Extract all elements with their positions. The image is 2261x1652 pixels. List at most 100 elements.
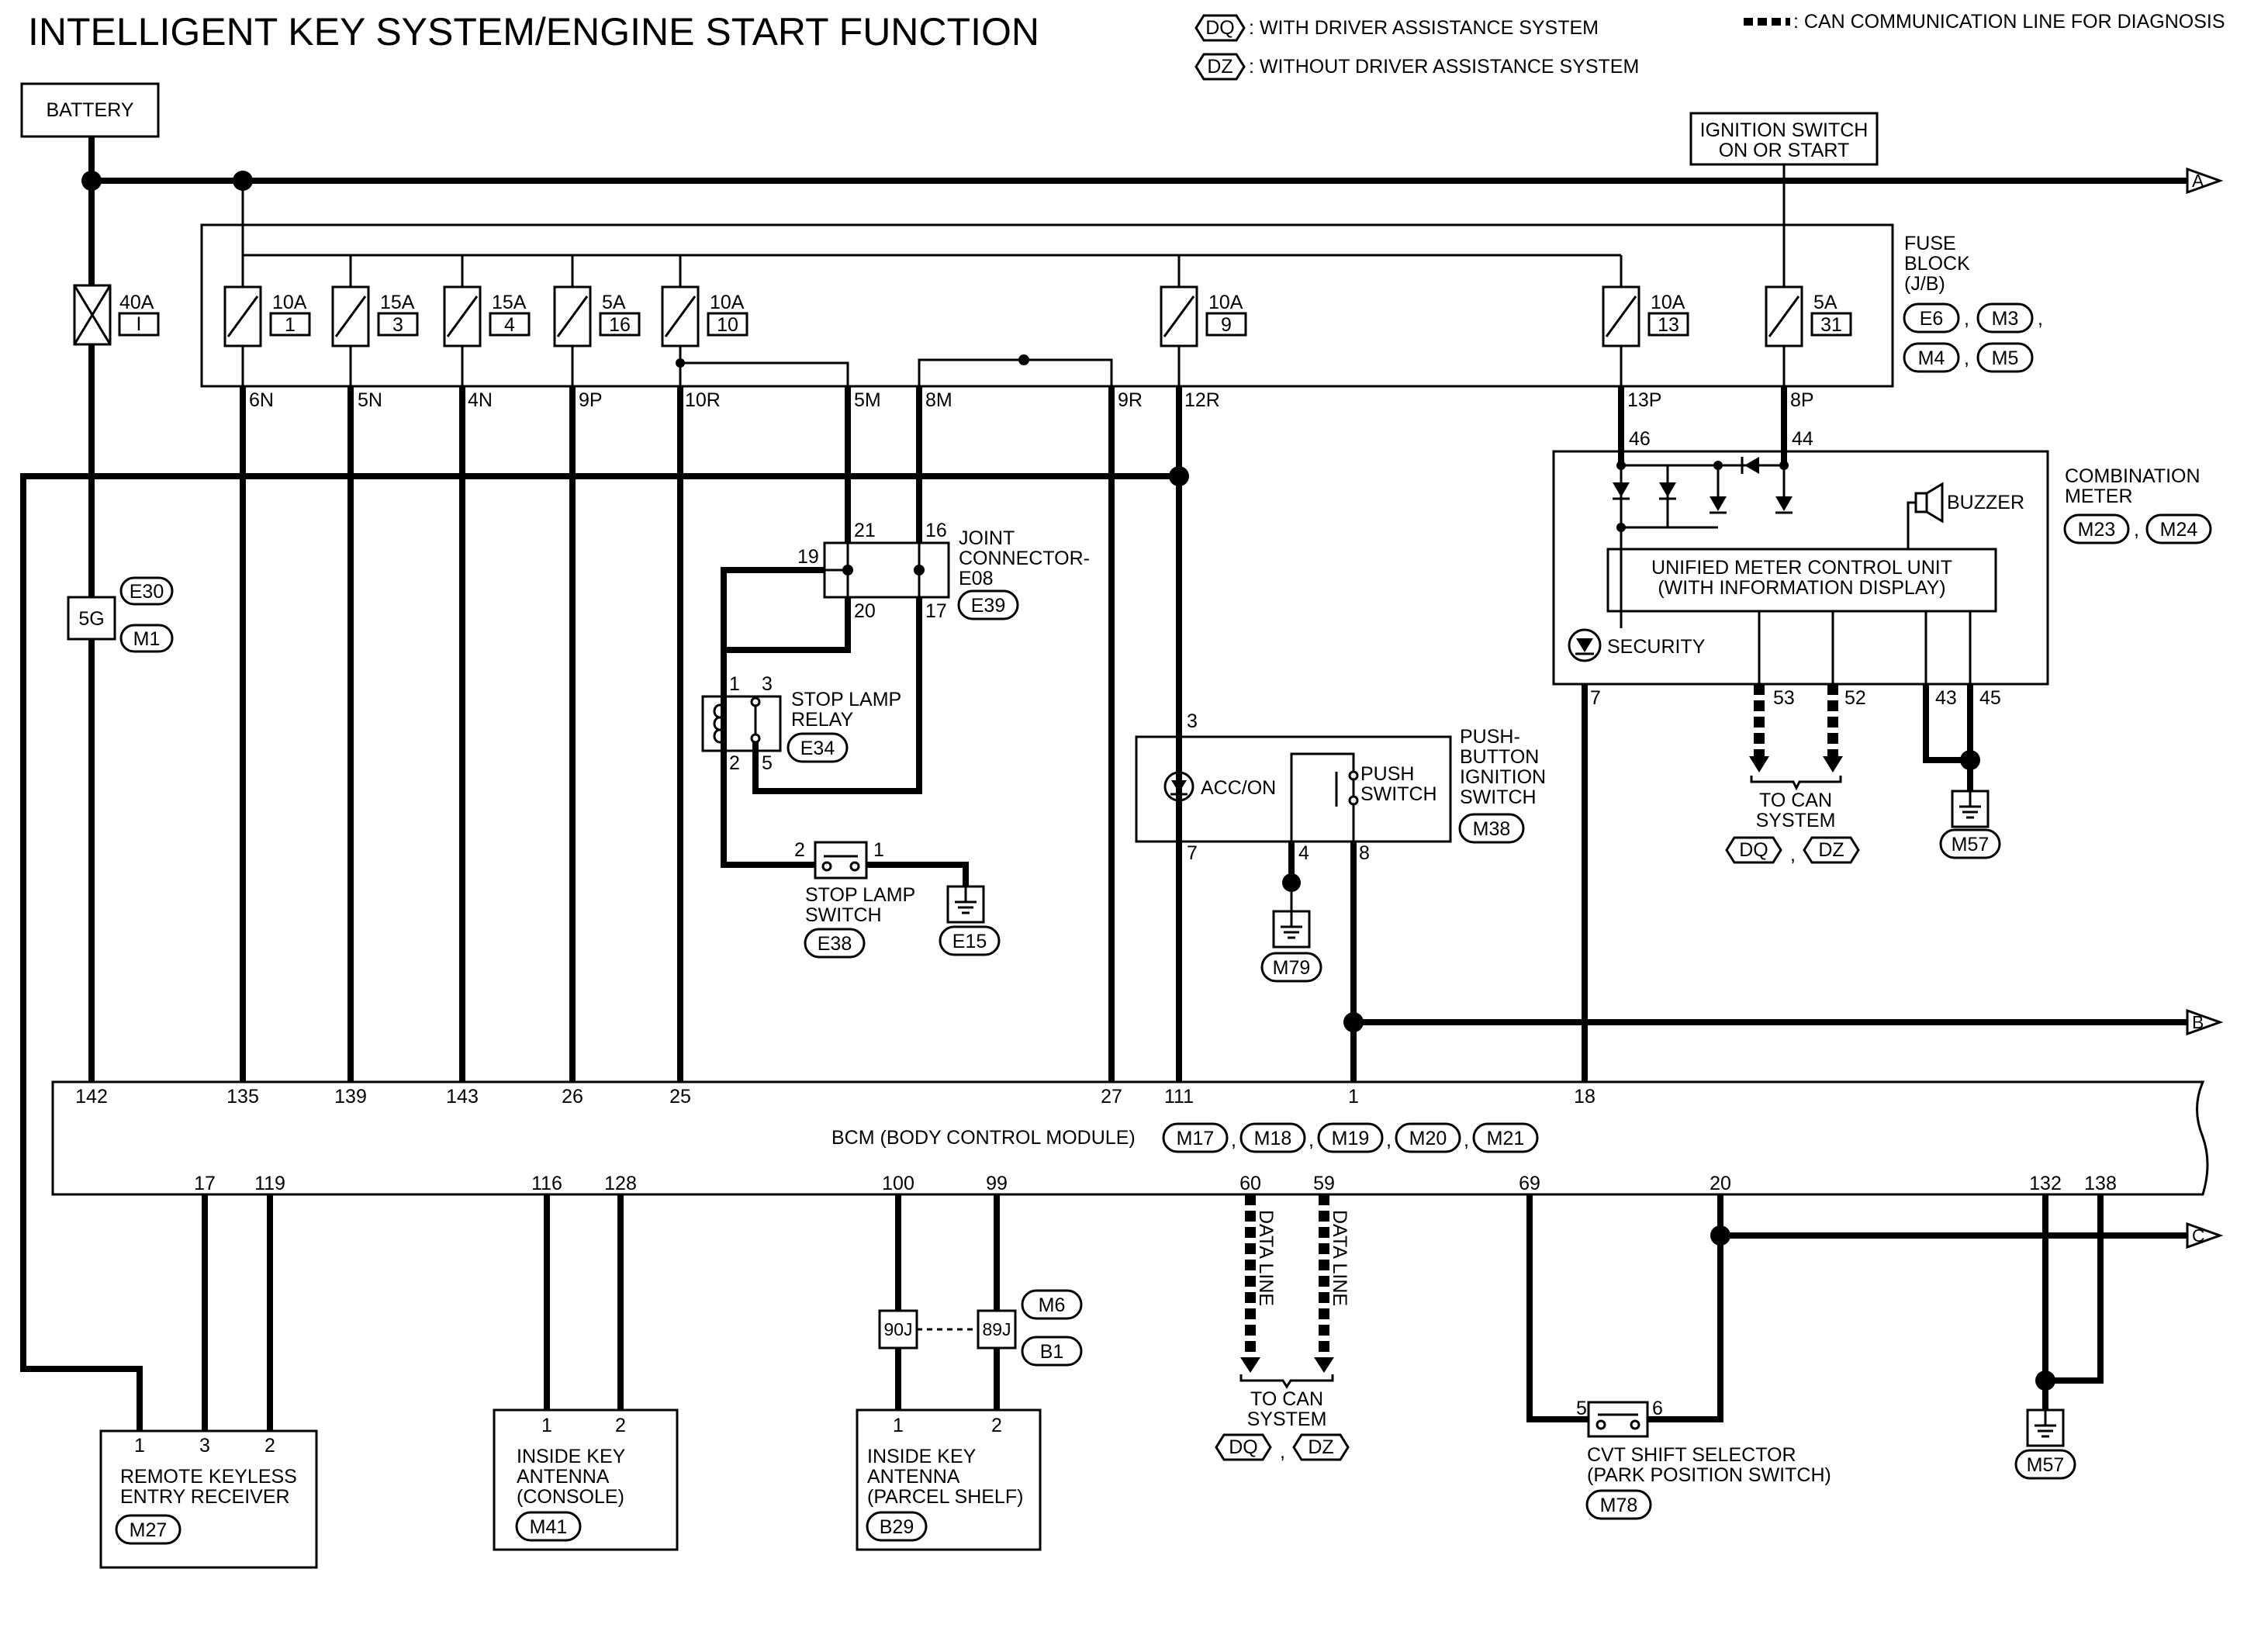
antenna-label: (PARCEL SHELF) xyxy=(867,1486,1023,1508)
pin-label: 44 xyxy=(1792,428,1813,450)
harness-connector xyxy=(878,1309,918,1350)
junction xyxy=(1710,1225,1730,1246)
fuse-number-box xyxy=(489,312,531,337)
combination-meter xyxy=(1552,450,2049,686)
to-can-label: TO CAN xyxy=(1759,790,1832,811)
cvt-label: CVT SHIFT SELECTOR xyxy=(1587,1444,1796,1466)
connector-badge xyxy=(939,925,1001,956)
junction xyxy=(1343,1012,1364,1032)
push-button-label: PUSH- xyxy=(1460,726,1520,748)
stop-lamp-switch xyxy=(814,841,868,880)
relay-coil-icon xyxy=(713,703,727,744)
connector-code: M17 xyxy=(1177,1128,1215,1149)
buzzer-icon xyxy=(1914,482,1944,524)
separator: , xyxy=(2038,308,2043,330)
terminal-label: 6N xyxy=(249,389,274,411)
fuse-number: 31 xyxy=(1820,314,1842,336)
dz-text: : WITHOUT DRIVER ASSISTANCE SYSTEM xyxy=(1249,56,1639,78)
pin-label: 1 xyxy=(541,1415,552,1436)
can-arrow xyxy=(1749,756,1769,772)
off-page-arrow-a xyxy=(2186,167,2224,195)
pin-label: 3 xyxy=(762,673,773,695)
pin-label: 119 xyxy=(254,1173,285,1194)
ground-icon xyxy=(1951,790,1990,828)
pin-label: 99 xyxy=(986,1173,1008,1194)
harness-terminal: 89J xyxy=(982,1319,1011,1339)
connector-badge xyxy=(1585,1489,1652,1520)
stop-lamp-relay xyxy=(701,695,782,752)
pin-label: 132 xyxy=(2029,1173,2062,1194)
can-arrow xyxy=(1314,1357,1334,1373)
dq-text: : WITH DRIVER ASSISTANCE SYSTEM xyxy=(1249,17,1599,39)
pin-label: 1 xyxy=(893,1415,904,1436)
connector-badge xyxy=(515,1511,582,1542)
pin-label: 1 xyxy=(873,839,884,861)
connector-badge xyxy=(1162,1122,1229,1153)
fuse-rating: 10A xyxy=(272,292,307,313)
connector-code: E39 xyxy=(971,595,1005,617)
pin-label: 128 xyxy=(604,1173,637,1194)
inline-connector-terminal: 5G xyxy=(78,608,104,630)
can-brace xyxy=(1750,776,1842,791)
pin-label: 16 xyxy=(925,520,947,541)
connector-code: M5 xyxy=(1992,347,2019,369)
joint-connector-label: JOINT xyxy=(959,527,1015,549)
relay-contact xyxy=(750,696,761,707)
pin-label: 1 xyxy=(1348,1086,1359,1108)
antenna-label: ANTENNA xyxy=(867,1466,960,1488)
fuse-rating: 5A xyxy=(1813,292,1837,313)
diagram-title: INTELLIGENT KEY SYSTEM/ENGINE START FUNC… xyxy=(28,10,1039,54)
connector-code: B1 xyxy=(1040,1341,1064,1363)
connector-badge xyxy=(1260,952,1322,983)
pin-label: 2 xyxy=(794,839,805,861)
connector-code: M79 xyxy=(1273,957,1311,979)
connector-badge xyxy=(1458,813,1525,844)
to-can-label: SYSTEM xyxy=(1756,810,1836,831)
ground-icon xyxy=(2026,1408,2065,1447)
separator: , xyxy=(1231,1129,1236,1151)
pin-label: 6 xyxy=(1652,1398,1663,1419)
pin-label: 17 xyxy=(925,600,947,622)
connector-code: M6 xyxy=(1039,1294,1066,1316)
connector-code: M57 xyxy=(1952,834,1990,855)
switch-contact xyxy=(849,861,860,872)
bcm-module xyxy=(51,1080,2209,1196)
connector-code: M27 xyxy=(130,1519,168,1541)
connector-badge xyxy=(2014,1449,2076,1480)
inside-key-antenna-parcel-shelf xyxy=(856,1408,1042,1551)
junction xyxy=(81,171,102,191)
pin-label: 20 xyxy=(854,600,876,622)
wire-20-relay xyxy=(724,597,851,653)
bcm-label: BCM (BODY CONTROL MODULE) xyxy=(831,1127,1136,1149)
terminal-label: 5M xyxy=(854,389,881,411)
pin-label: 1 xyxy=(729,673,740,695)
dz-code: DZ xyxy=(1308,1436,1333,1458)
wire-bcm-138 xyxy=(2045,1194,2104,1384)
fuse-number: 4 xyxy=(504,314,515,336)
pin-label: 1 xyxy=(134,1435,145,1457)
meter-internal-wiring xyxy=(1620,464,1786,529)
ground-icon xyxy=(1272,910,1311,949)
connector-badge xyxy=(1903,302,1960,334)
pin-label: 69 xyxy=(1519,1173,1540,1194)
fuse-block-label: BLOCK xyxy=(1904,253,1970,275)
push-switch-label: PUSH xyxy=(1360,763,1414,785)
pin-label: 18 xyxy=(1574,1086,1595,1108)
control-unit-label: (WITH INFORMATION DISPLAY) xyxy=(1658,577,1945,599)
dq-badge xyxy=(1194,14,1246,42)
connector-badge xyxy=(957,589,1019,620)
connector-badge xyxy=(1472,1122,1539,1153)
can-legend-text: : CAN COMMUNICATION LINE FOR DIAGNOSIS xyxy=(1793,11,2225,33)
joint-connector-label: E08 xyxy=(959,568,993,589)
pin-label: 60 xyxy=(1239,1173,1261,1194)
junction xyxy=(676,358,685,368)
buzzer-wire xyxy=(1907,501,1916,549)
dq-code: DQ xyxy=(1229,1436,1258,1458)
diode-icon xyxy=(1710,496,1727,514)
connector-code: M41 xyxy=(530,1516,568,1538)
separator: , xyxy=(1386,1129,1392,1151)
connector-code: M4 xyxy=(1918,347,1945,369)
